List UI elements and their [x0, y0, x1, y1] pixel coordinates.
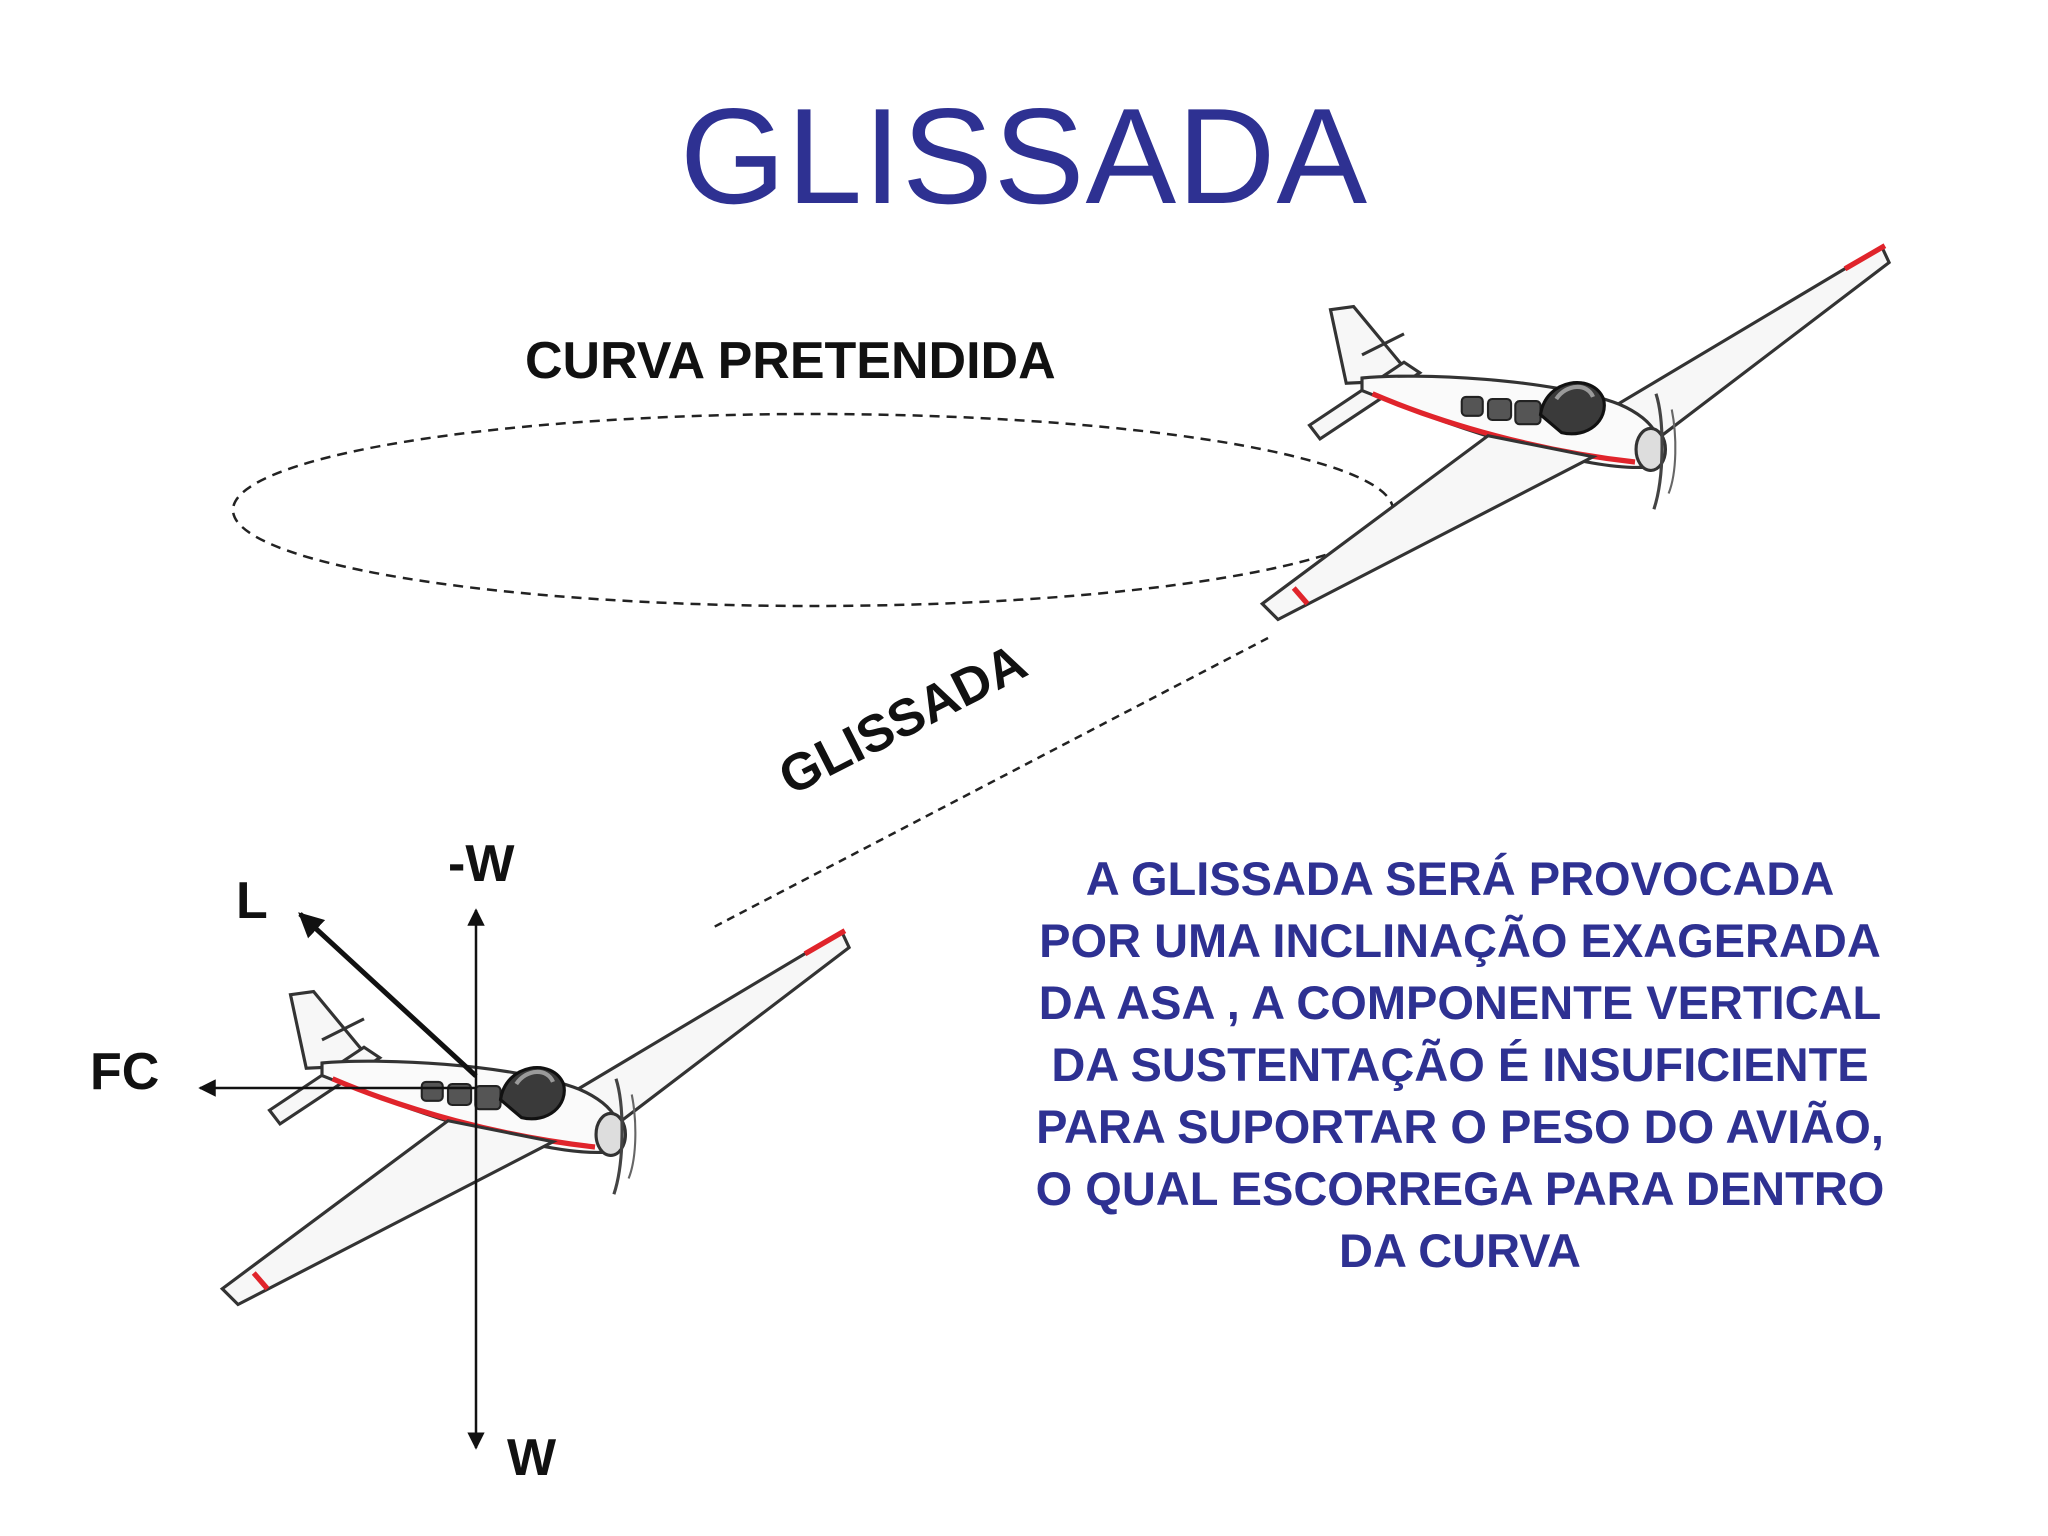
lift-label: L — [236, 872, 268, 930]
airplane-icon — [1262, 246, 1889, 620]
lift-arrow — [298, 912, 478, 1078]
slide-title: GLISSADA — [679, 80, 1369, 232]
intended-turn-label: CURVA PRETENDIDA — [525, 332, 1056, 390]
centrifugal-force-label: FC — [90, 1043, 160, 1101]
explanation-line: DA CURVA — [1339, 1224, 1581, 1277]
minus-w-label: -W — [448, 835, 515, 893]
airplane-icon — [222, 931, 849, 1305]
explanation-line: POR UMA INCLINAÇÃO EXAGERADA — [1039, 914, 1881, 967]
intended-turn-path — [231, 412, 1395, 608]
explanation-line: DA ASA , A COMPONENTE VERTICAL — [1038, 976, 1882, 1029]
explanation-line: PARA SUPORTAR O PESO DO AVIÃO, — [1036, 1100, 1884, 1153]
weight-label: W — [507, 1429, 557, 1487]
explanation-line: A GLISSADA SERÁ PROVOCADA — [1085, 852, 1835, 905]
slip-path — [711, 636, 1269, 930]
explanation-text: A GLISSADA SERÁ PROVOCADA POR UMA INCLIN… — [980, 848, 1940, 1282]
explanation-line: O QUAL ESCORREGA PARA DENTRO — [1035, 1162, 1885, 1215]
explanation-line: DA SUSTENTAÇÃO É INSUFICIENTE — [1051, 1038, 1869, 1091]
